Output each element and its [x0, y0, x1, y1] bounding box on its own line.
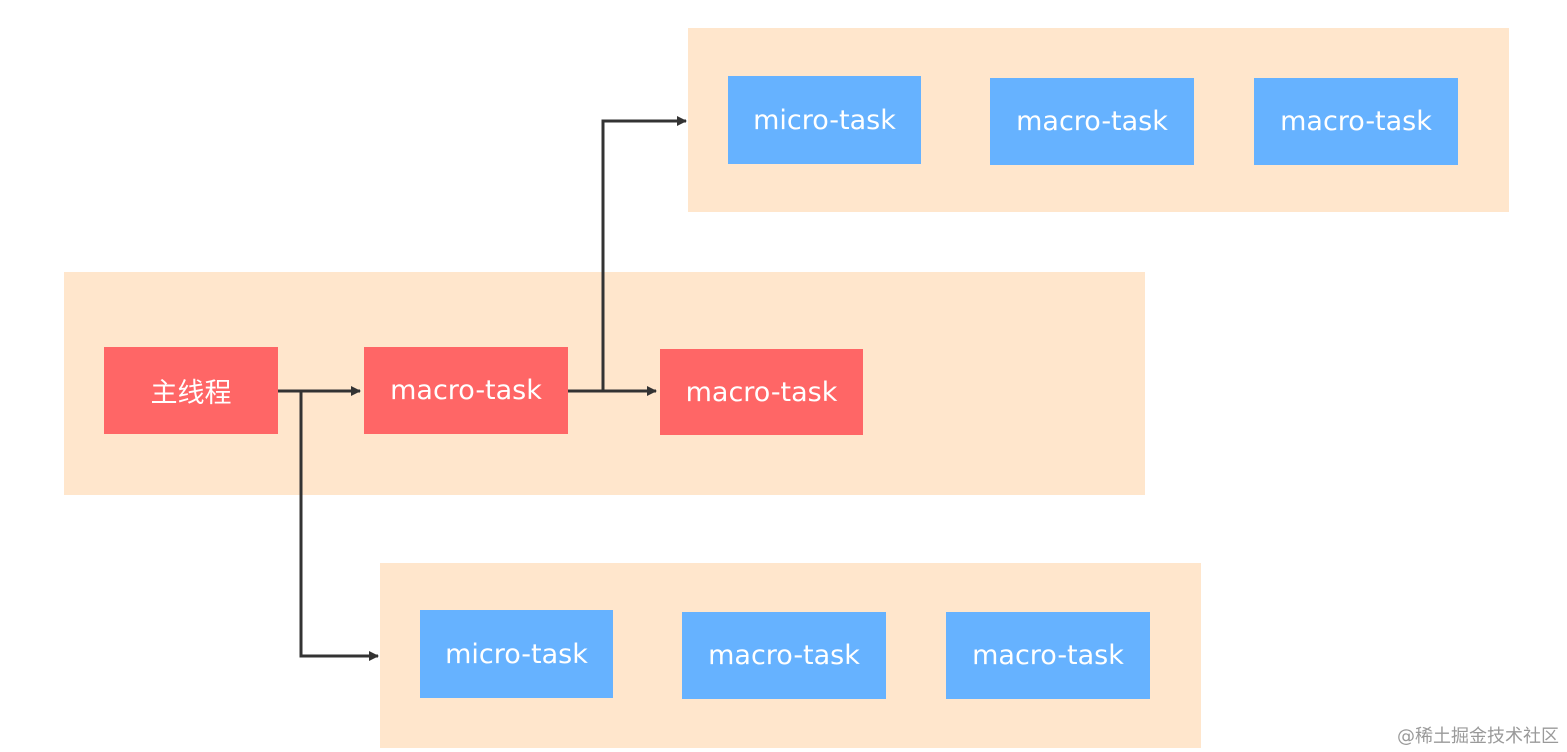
bottom-macro-task-node-1: macro-task: [682, 612, 886, 699]
main-thread-node: 主线程: [104, 347, 278, 434]
main-macro-task-node: macro-task: [364, 347, 568, 434]
bottom-micro-task-node: micro-task: [420, 610, 613, 698]
top-micro-task-node: micro-task: [728, 76, 921, 164]
next-macro-task-node: macro-task: [660, 349, 863, 435]
top-macro-task-node-1: macro-task: [990, 78, 1194, 165]
watermark: @稀土掘金技术社区: [1397, 726, 1559, 747]
bottom-macro-task-node-2: macro-task: [946, 612, 1150, 699]
top-macro-task-node-2: macro-task: [1254, 78, 1458, 165]
